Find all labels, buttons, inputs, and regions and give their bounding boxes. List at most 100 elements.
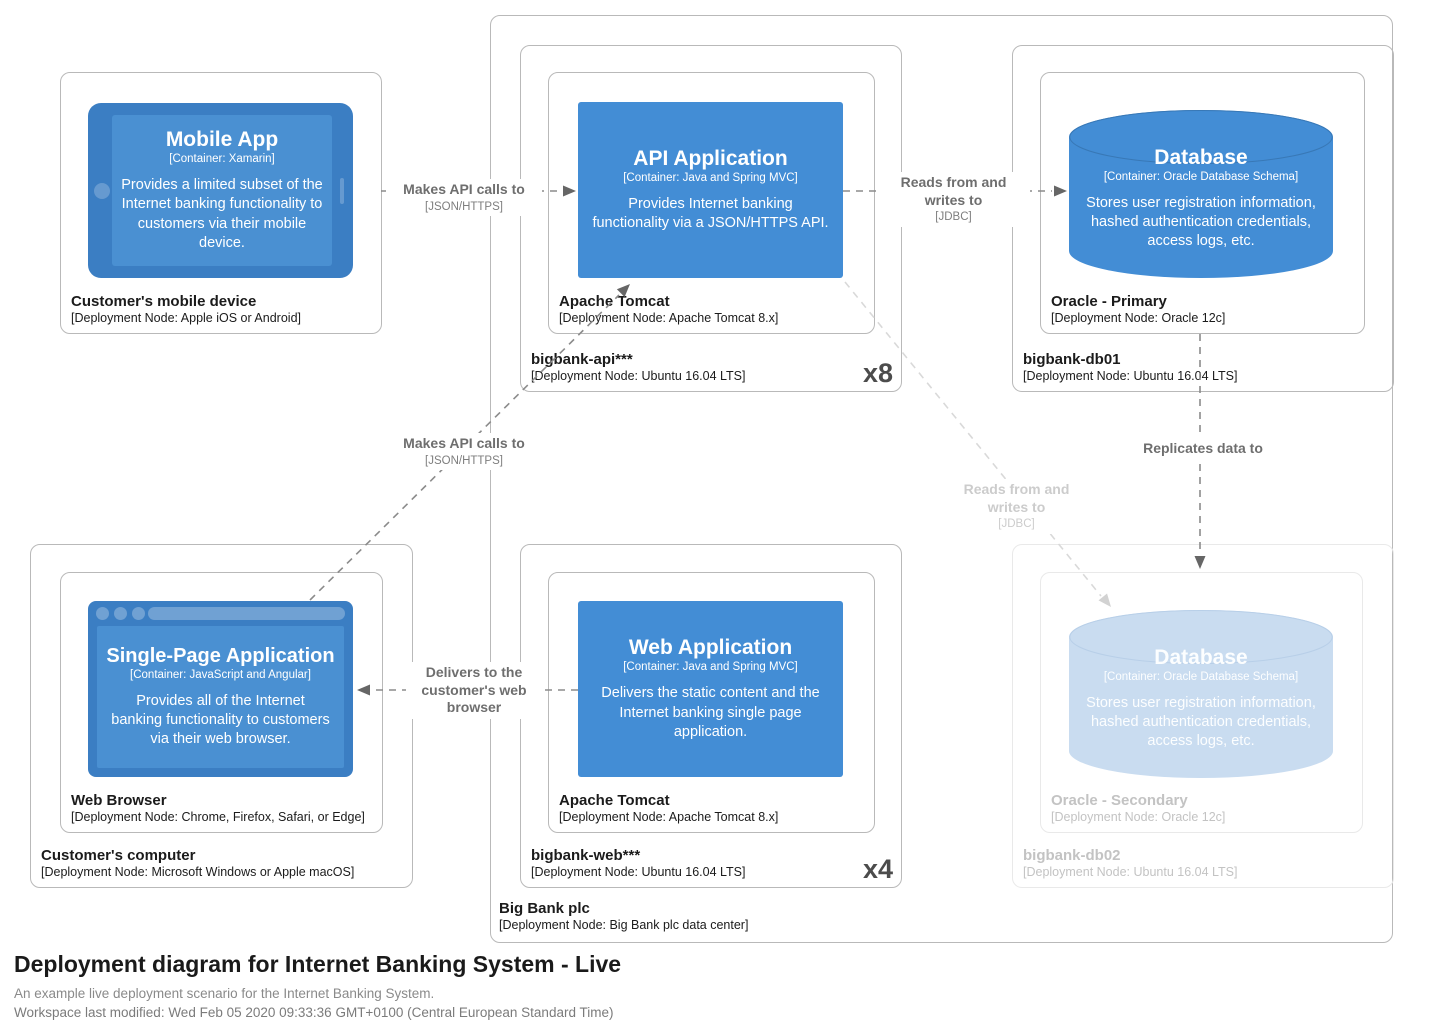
element-title: Mobile App: [165, 128, 279, 152]
container-single-page-application: Single-Page Application [Container: Java…: [88, 601, 353, 777]
node-meta: [Deployment Node: Ubuntu 16.04 LTS]: [531, 369, 746, 384]
node-label: Apache Tomcat [Deployment Node: Apache T…: [559, 792, 778, 826]
element-description: Provides all of the Internet banking fun…: [111, 692, 330, 748]
relationship-label-db1-to-db2: Replicates data to: [1110, 438, 1296, 460]
node-web-browser: Web Browser [Deployment Node: Chrome, Fi…: [60, 572, 383, 833]
node-meta: [Deployment Node: Ubuntu 16.04 LTS]: [1023, 369, 1238, 384]
element-type: [Container: Xamarin]: [169, 153, 275, 166]
tablet-camera-icon: [94, 182, 110, 199]
container-api-application: API Application [Container: Java and Spr…: [578, 102, 843, 278]
cylinder-text: Database [Container: Oracle Database Sch…: [1069, 146, 1333, 278]
tablet-screen: Mobile App [Container: Xamarin] Provides…: [112, 115, 332, 266]
node-name: Oracle - Secondary: [1051, 791, 1188, 809]
node-meta: [Deployment Node: Ubuntu 16.04 LTS]: [531, 865, 746, 880]
browser-dot-icon: [132, 607, 145, 620]
element-type: [Container: Java and Spring MVC]: [623, 661, 798, 674]
node-oracle-secondary: Oracle - Secondary [Deployment Node: Ora…: [1040, 572, 1363, 833]
container-database-secondary: Database [Container: Oracle Database Sch…: [1069, 610, 1333, 778]
relationship-name: Makes API calls to: [403, 181, 525, 197]
node-name: Apache Tomcat: [559, 791, 670, 809]
node-label: bigbank-db01 [Deployment Node: Ubuntu 16…: [1023, 351, 1237, 385]
relationship-name: Replicates data to: [1143, 440, 1263, 456]
diagram-footer: Deployment diagram for Internet Banking …: [14, 951, 621, 1022]
node-label: Customer's mobile device [Deployment Nod…: [71, 293, 301, 327]
element-type: [Container: Oracle Database Schema]: [1103, 671, 1299, 684]
relationship-label-web-to-spa: Delivers to the customer's web browser: [406, 662, 542, 719]
tablet-button-icon: [340, 177, 344, 204]
element-type: [Container: Oracle Database Schema]: [1103, 171, 1299, 184]
relationship-label-api-to-db1: Reads from and writes to [JDBC]: [877, 172, 1030, 227]
container-database-primary: Database [Container: Oracle Database Sch…: [1069, 110, 1333, 278]
browser-dot-icon: [114, 607, 127, 620]
node-meta: [Deployment Node: Oracle 12c]: [1051, 810, 1226, 825]
relationship-technology: [JSON/HTTPS]: [425, 200, 503, 213]
relationship-label-api-to-db2: Reads from and writes to [JDBC]: [941, 479, 1092, 534]
node-meta: [Deployment Node: Apple iOS or Android]: [71, 311, 301, 326]
node-meta: [Deployment Node: Oracle 12c]: [1051, 311, 1226, 326]
element-description: Stores user registration information, ha…: [1086, 195, 1316, 250]
container-web-application: Web Application [Container: Java and Spr…: [578, 601, 843, 777]
element-title: Database: [1154, 646, 1248, 669]
node-name: bigbank-api***: [531, 350, 633, 368]
relationship-label-mobile-to-api: Makes API calls to [JSON/HTTPS]: [386, 179, 542, 217]
element-description: Stores user registration information, ha…: [1086, 695, 1316, 750]
node-label: bigbank-api*** [Deployment Node: Ubuntu …: [531, 351, 745, 385]
relationship-name: Reads from and writes to: [963, 481, 1070, 515]
browser-addressbar: [148, 607, 345, 620]
relationship-name: Delivers to the customer's web browser: [421, 664, 527, 715]
element-title: API Application: [633, 146, 788, 170]
element-type: [Container: Java and Spring MVC]: [623, 171, 798, 184]
node-name: Big Bank plc: [499, 899, 590, 917]
node-name: Customer's computer: [41, 846, 196, 864]
diagram-last-modified: Workspace last modified: Wed Feb 05 2020…: [14, 1005, 614, 1021]
element-title: Web Application: [628, 636, 793, 660]
node-name: bigbank-db02: [1023, 846, 1121, 864]
node-apache-tomcat-web: Apache Tomcat [Deployment Node: Apache T…: [548, 572, 875, 833]
relationship-name: Makes API calls to: [403, 435, 525, 451]
node-meta: [Deployment Node: Big Bank plc data cent…: [499, 918, 749, 933]
node-name: bigbank-web***: [531, 846, 641, 864]
browser-viewport: Single-Page Application [Container: Java…: [97, 626, 344, 768]
relationship-technology: [JDBC]: [935, 211, 972, 223]
relationship-technology: [JSON/HTTPS]: [425, 454, 503, 467]
element-title: Database: [1154, 146, 1248, 169]
node-customers-computer: Customer's computer [Deployment Node: Mi…: [30, 544, 413, 888]
diagram-subtitle: An example live deployment scenario for …: [14, 985, 435, 1001]
browser-dot-icon: [96, 607, 109, 620]
node-meta: [Deployment Node: Chrome, Firefox, Safar…: [71, 810, 365, 825]
element-title: Single-Page Application: [106, 644, 335, 667]
node-label: bigbank-db02 [Deployment Node: Ubuntu 16…: [1023, 847, 1237, 881]
element-description: Delivers the static content and the Inte…: [601, 685, 820, 740]
node-label: Oracle - Secondary [Deployment Node: Ora…: [1051, 792, 1225, 826]
node-name: Customer's mobile device: [71, 292, 257, 310]
container-mobile-app: Mobile App [Container: Xamarin] Provides…: [88, 103, 353, 278]
element-description: Provides Internet banking functionality …: [592, 195, 829, 232]
instance-count-badge: x4: [862, 854, 893, 884]
node-bigbank-web: bigbank-web*** [Deployment Node: Ubuntu …: [520, 544, 902, 888]
relationship-name: Reads from and writes to: [900, 174, 1007, 208]
node-label: bigbank-web*** [Deployment Node: Ubuntu …: [531, 847, 745, 881]
cylinder-shape: [1069, 110, 1333, 278]
relationship-technology: [JDBC]: [998, 518, 1035, 530]
node-meta: [Deployment Node: Apache Tomcat 8.x]: [559, 311, 779, 326]
instance-count-badge: x8: [862, 358, 893, 388]
node-name: Web Browser: [71, 791, 167, 809]
element-type: [Container: JavaScript and Angular]: [130, 668, 311, 681]
node-label: Oracle - Primary [Deployment Node: Oracl…: [1051, 293, 1225, 327]
cylinder-text: Database [Container: Oracle Database Sch…: [1069, 646, 1333, 778]
node-name: bigbank-db01: [1023, 350, 1121, 368]
node-label: Apache Tomcat [Deployment Node: Apache T…: [559, 293, 778, 327]
cylinder-shape: [1069, 610, 1333, 778]
node-meta: [Deployment Node: Microsoft Windows or A…: [41, 865, 355, 880]
relationship-label-spa-to-api: Makes API calls to [JSON/HTTPS]: [386, 433, 542, 471]
node-name: Oracle - Primary: [1051, 292, 1167, 310]
node-name: Apache Tomcat: [559, 292, 670, 310]
diagram-title: Deployment diagram for Internet Banking …: [14, 951, 622, 977]
node-bigbank-db02: bigbank-db02 [Deployment Node: Ubuntu 16…: [1012, 544, 1394, 888]
node-meta: [Deployment Node: Ubuntu 16.04 LTS]: [1023, 865, 1238, 880]
node-label: Big Bank plc [Deployment Node: Big Bank …: [499, 900, 748, 934]
element-description: Provides a limited subset of the Interne…: [121, 177, 323, 251]
node-label: Web Browser [Deployment Node: Chrome, Fi…: [71, 792, 365, 826]
node-label: Customer's computer [Deployment Node: Mi…: [41, 847, 354, 881]
